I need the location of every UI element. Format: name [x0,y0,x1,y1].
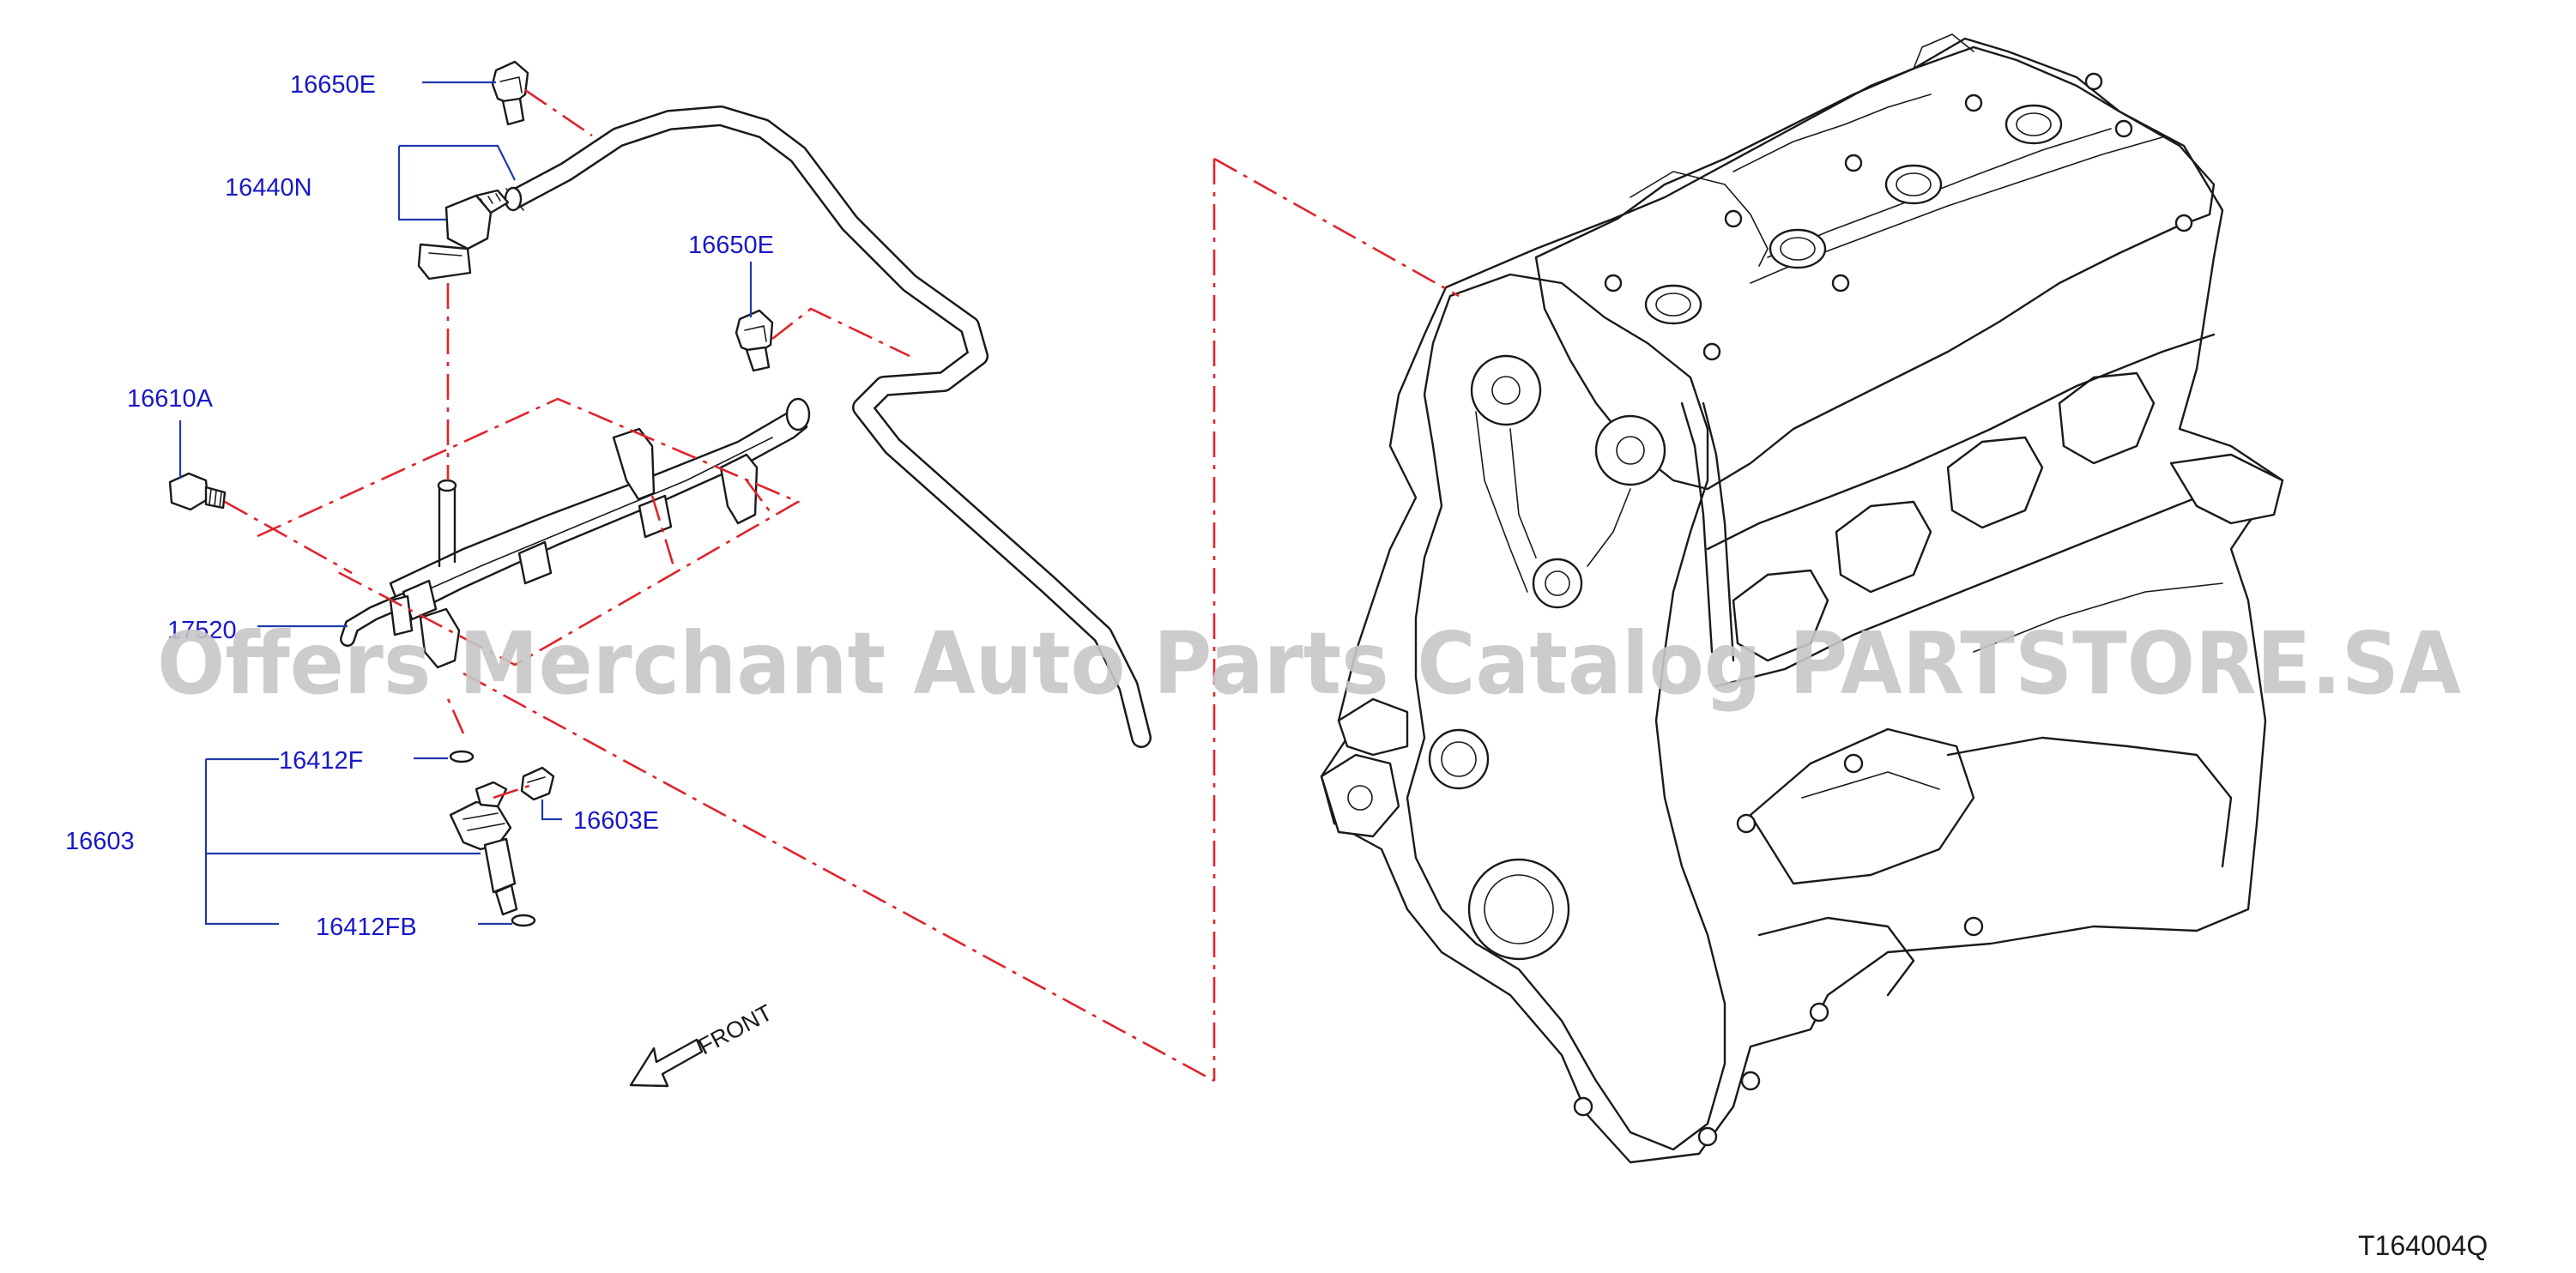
crankshaft-seal [1467,858,1570,961]
injector-clip [520,766,555,801]
spark-plug-well-3 [1884,164,1943,205]
fuel-hose [504,106,1152,748]
dash-to-engine-bottom [463,672,1215,1083]
dash-rail-outline [257,397,801,667]
diagram-code: T164004Q [2358,1230,2488,1261]
oil-seal-ring [1428,728,1490,790]
mount-ear-2 [1337,697,1409,757]
timing-cover [1406,273,1726,1151]
fuel-parts-illustrations [168,60,1152,927]
leader-injector-clip [541,799,562,821]
crank-sprocket [1532,558,1583,609]
label-16610a[interactable]: 16610A [127,385,214,413]
dash-to-engine-top [1213,157,1460,298]
label-leader-lines [178,81,753,926]
dash-injector-up [444,694,465,734]
cam-sprocket-2 [1594,414,1666,486]
o-ring-bottom-illustration [511,914,536,927]
label-16650e-middle[interactable]: 16650E [688,232,774,259]
fuel-injector [449,781,518,916]
label-16603[interactable]: 16603 [65,828,135,855]
port-3 [1946,436,2044,529]
dash-mid-clip [771,307,910,358]
label-16603e[interactable]: 16603E [573,807,659,835]
hose-clip-middle [735,309,774,372]
port-1 [1732,569,1829,662]
front-label: FRONT [694,999,777,1059]
quick-connector [417,189,510,281]
label-16412f[interactable]: 16412F [279,747,363,775]
valve-cover [1534,45,2216,491]
dash-injector-clip [493,783,533,799]
port-2 [1835,500,1932,594]
dash-clip-to-hose [524,88,593,137]
label-16440n[interactable]: 16440N [225,174,312,202]
cam-sprocket-1 [1470,354,1542,426]
front-direction-indicator: FRONT [629,999,777,1088]
mounting-bolt [168,472,227,511]
o-ring-top-illustration [449,750,475,763]
dash-rail-bracket-1 [650,495,675,567]
spark-plug-well-4 [2005,104,2063,145]
spark-plug-well-2 [1769,228,1827,269]
dash-bolt [224,500,353,575]
engine-assembly-illustration [1320,33,2284,1164]
leader-hose-fitting [397,144,516,221]
spark-plug-well-1 [1644,284,1702,325]
label-16650e-top[interactable]: 16650E [290,71,376,99]
label-17520[interactable]: 17520 [167,617,237,644]
mount-bracket [2169,453,2284,525]
exploded-view-dashlines [224,88,1460,1083]
dash-rail-bracket-2 [745,480,774,516]
label-16412fb[interactable]: 16412FB [316,914,417,941]
front-arrow-icon [629,1038,704,1088]
hose-clip-top [491,60,529,126]
mount-ear-1 [1320,753,1400,838]
watermark-text: Offers Merchant Auto Parts Catalog PARTS… [157,613,2461,714]
leader-injector [204,757,481,926]
part-number-labels: 16650E 16440N 16650E 16610A 17520 16412F… [65,71,774,941]
